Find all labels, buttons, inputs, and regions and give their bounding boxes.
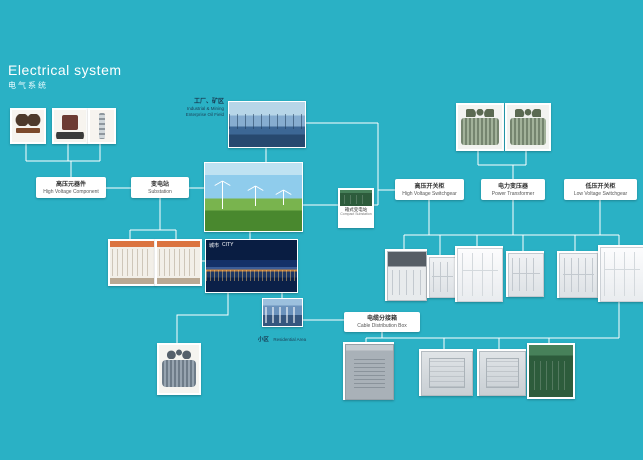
- switch-cabinet-photo-3: [455, 246, 503, 302]
- outdoor-distribution-box-image: [421, 351, 473, 396]
- compact-substation-image: [340, 190, 372, 206]
- hv-component-photo-1: [10, 108, 46, 144]
- switch-cabinet-photo-5: [557, 251, 598, 298]
- lv-switchgear-cabinet-image: [559, 253, 598, 298]
- label-substation: 变电站 Substation: [131, 177, 189, 198]
- hv-switchgear-cabinet-image: [457, 248, 503, 302]
- wind-turbine-icon: [255, 186, 257, 207]
- city-scene-photo: 城市 CITY: [205, 239, 298, 293]
- residential-caption-zh: 小区: [257, 337, 269, 343]
- compact-substation-node: 箱式变电站 Compact Substation: [338, 188, 374, 228]
- label-lv-switchgear-en: Low Voltage Switchgear: [573, 190, 628, 197]
- wind-turbine-icon: [222, 180, 224, 209]
- label-hv-switchgear-zh: 高压开关柜: [414, 183, 445, 190]
- switch-cabinet-photo-2: [427, 255, 456, 298]
- label-lv-switchgear-zh: 低压开关柜: [585, 183, 616, 190]
- industrial-caption-en2: Enterprise Oil Field: [185, 111, 224, 117]
- power-transformer-cabinet-image: [508, 253, 544, 297]
- label-cable-distribution-box: 电缆分接箱 Cable Distribution Box: [344, 312, 420, 332]
- cable-branch-box-image: [345, 344, 394, 400]
- label-hv-component-zh: 高压元器件: [55, 181, 86, 188]
- city-caption-zh: 城市: [209, 243, 220, 249]
- prefab-substation-image: [157, 241, 200, 284]
- wind-farm-photo: [204, 162, 303, 232]
- title-english: Electrical system: [8, 62, 122, 78]
- substation-container-photo-2: [155, 239, 202, 286]
- outdoor-distribution-box-image: [479, 351, 526, 396]
- pad-mounted-transformer-photo: [527, 343, 575, 399]
- oil-transformer-image: [458, 105, 502, 149]
- distribution-transformer-photo: [157, 343, 201, 395]
- power-transformer-photo-2: [505, 103, 551, 151]
- pad-mounted-transformer-image: [529, 345, 573, 397]
- industrial-caption-en1: Industrial & Mining: [186, 106, 224, 111]
- label-hv-component: 高压元器件 High Voltage Component: [36, 177, 106, 198]
- label-lv-switchgear: 低压开关柜 Low Voltage Switchgear: [564, 179, 637, 200]
- label-cable-box-zh: 电缆分接箱: [366, 316, 397, 322]
- residential-scene-photo: [262, 298, 303, 327]
- label-hv-switchgear-en: High Voltage Switchgear: [402, 190, 457, 197]
- outdoor-box-photo-2: [477, 349, 526, 396]
- substation-container-photo-1: [108, 239, 156, 286]
- industrial-caption-zh: 工厂、矿区: [193, 99, 224, 105]
- oil-distribution-transformer-image: [159, 345, 199, 393]
- residential-caption: 小区 Residential Area: [240, 328, 324, 346]
- switch-cabinet-photo-6: [598, 245, 643, 302]
- power-transformer-photo-1: [456, 103, 504, 151]
- diagram-title: Electrical system 电气系统: [8, 62, 122, 91]
- city-caption-en: CITY: [222, 242, 234, 248]
- hv-insulator-image: [90, 110, 114, 142]
- hv-switchgear-cabinet-image: [387, 251, 427, 301]
- industrial-caption: 工厂、矿区 Industrial & Mining Enterprise Oil…: [166, 99, 224, 117]
- hv-component-photo-2: [52, 108, 88, 144]
- city-caption: 城市 CITY: [209, 242, 233, 249]
- compact-substation-en: Compact Substation: [340, 212, 372, 216]
- wind-turbine-icon: [282, 190, 284, 206]
- label-power-transformer-zh: 电力变压器: [497, 183, 528, 190]
- label-substation-zh: 变电站: [150, 181, 169, 188]
- prefab-substation-image: [110, 241, 154, 284]
- cable-branch-box-photo: [343, 342, 394, 400]
- outdoor-box-photo-1: [419, 349, 473, 396]
- label-hv-component-en: High Voltage Component: [43, 188, 99, 195]
- hv-fuse-cutout-image: [12, 110, 44, 142]
- industrial-scene-photo: [228, 101, 306, 148]
- title-chinese: 电气系统: [8, 81, 48, 90]
- label-cable-box-en: Cable Distribution Box: [357, 323, 407, 329]
- residential-caption-en: Residential Area: [273, 337, 307, 342]
- label-power-transformer: 电力变压器 Power Transformer: [481, 179, 545, 200]
- hv-load-switch-image: [54, 110, 86, 142]
- compact-substation-zh: 箱式变电站: [344, 207, 368, 212]
- label-hv-switchgear: 高压开关柜 High Voltage Switchgear: [395, 179, 464, 200]
- label-substation-en: Substation: [148, 188, 172, 195]
- hv-switchgear-cabinet-image: [429, 257, 456, 298]
- lv-switchgear-cabinet-image: [600, 247, 643, 302]
- switch-cabinet-photo-1: [385, 249, 427, 301]
- switch-cabinet-photo-4: [506, 251, 544, 297]
- label-power-transformer-en: Power Transformer: [491, 190, 535, 197]
- oil-transformer-image: [507, 105, 549, 149]
- hv-component-photo-3: [88, 108, 116, 144]
